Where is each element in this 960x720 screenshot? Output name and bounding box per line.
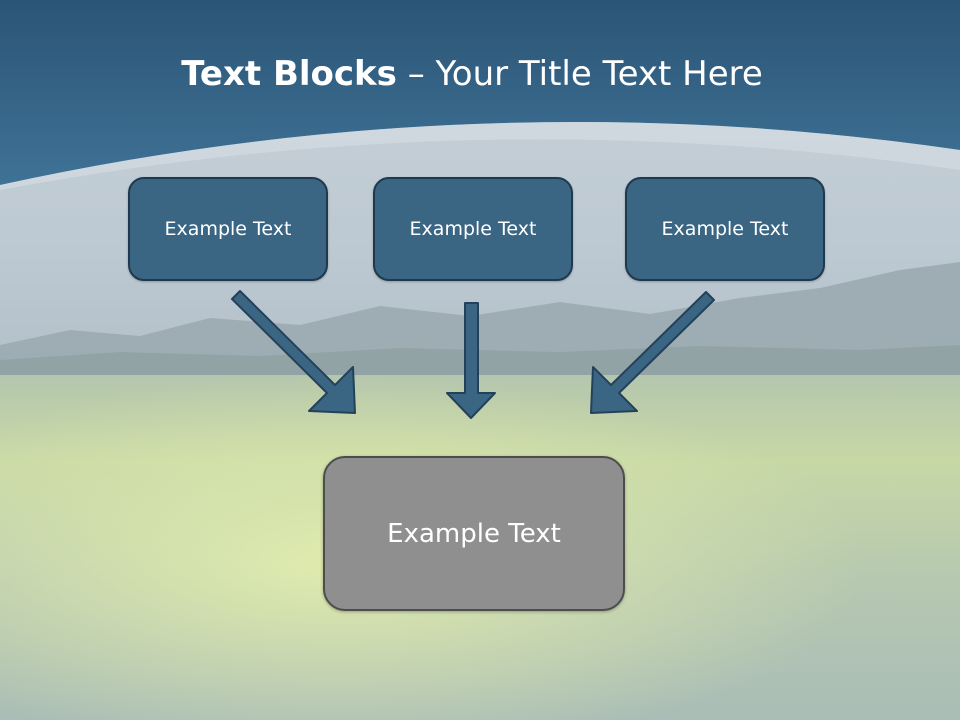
page-title: Text Blocks – Your Title Text Here: [0, 52, 944, 96]
top-text-block-3: Example Text: [625, 177, 825, 281]
title-separator: –: [407, 54, 425, 94]
bottom-text-block: Example Text: [323, 456, 625, 611]
title-bold: Text Blocks: [181, 54, 397, 94]
top-text-block-2: Example Text: [373, 177, 573, 281]
top-text-block-1: Example Text: [128, 177, 328, 281]
title-rest: Your Title Text Here: [435, 54, 763, 94]
